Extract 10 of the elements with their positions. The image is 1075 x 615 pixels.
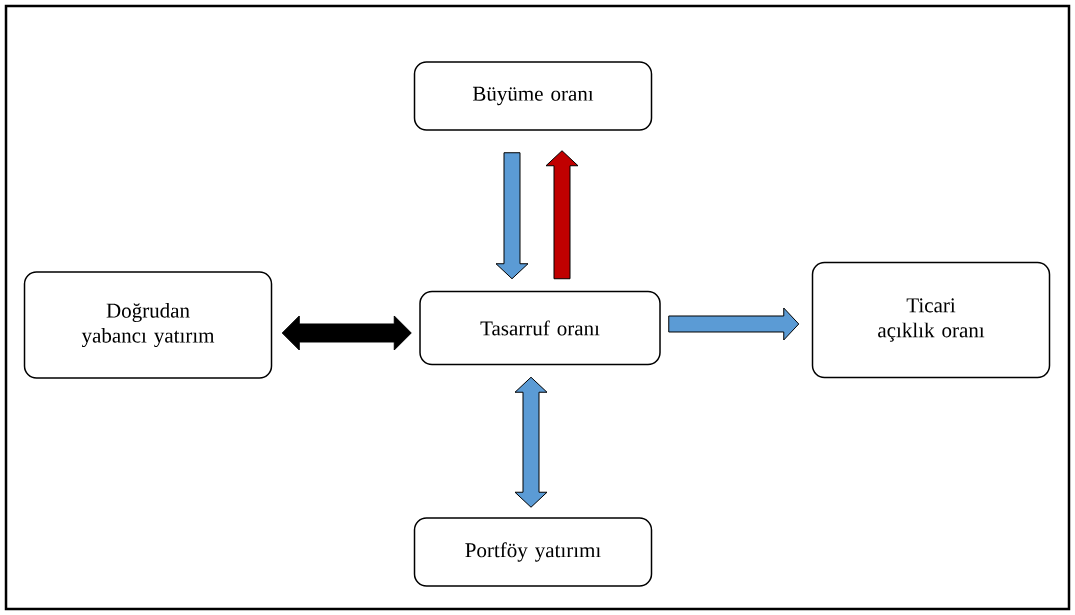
block-arrow	[514, 376, 548, 508]
block-arrow	[545, 150, 579, 280]
rounded-box: Doğrudan yabancı yatırım	[23, 271, 273, 379]
block-arrow	[281, 315, 412, 351]
block-arrow	[495, 152, 529, 280]
rounded-box: Tasarruf oranı	[419, 290, 661, 366]
rounded-box: Büyüme oranı	[413, 61, 653, 131]
rounded-box: Ticari açıklık oranı	[811, 261, 1051, 379]
block-arrow	[668, 307, 800, 341]
rounded-box: Portföy yatırımı	[413, 517, 653, 587]
